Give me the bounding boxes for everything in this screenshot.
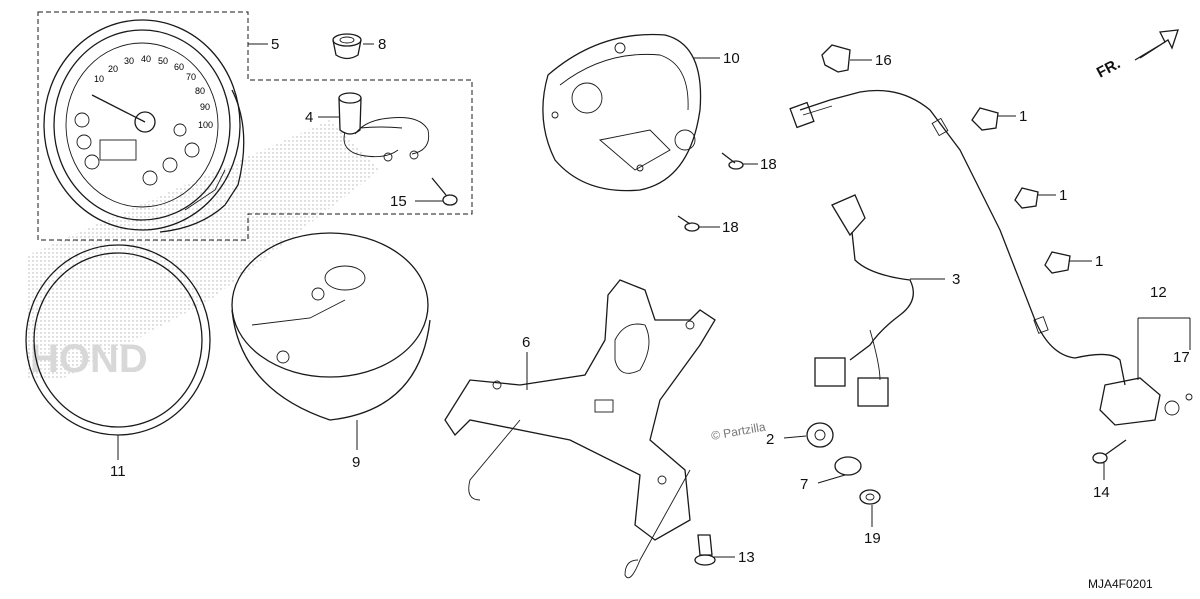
bolt-part-14[interactable] <box>1092 439 1127 464</box>
callout-18-upper: 18 <box>760 156 777 173</box>
callout-5: 5 <box>271 36 279 53</box>
callout-8: 8 <box>378 36 386 53</box>
screw-part-18-upper[interactable] <box>721 152 744 170</box>
callout-1-a: 1 <box>1019 108 1027 125</box>
speedo-tick-10: 10 <box>94 74 104 84</box>
callout-4: 4 <box>305 109 313 126</box>
callout-13: 13 <box>738 549 755 566</box>
speedo-tick-30: 30 <box>124 56 134 66</box>
callout-7: 7 <box>800 476 808 493</box>
leader-lines <box>117 43 1191 558</box>
callout-16: 16 <box>875 52 892 69</box>
callout-3: 3 <box>952 271 960 288</box>
callout-17: 17 <box>1173 349 1190 366</box>
assembly-box-5 <box>37 11 473 241</box>
speedo-tick-50: 50 <box>158 56 168 66</box>
speed-sensor-cable-part-12[interactable] <box>789 89 1193 426</box>
clip-part-1-c[interactable] <box>1044 251 1071 274</box>
speedometer-part[interactable]: 10 20 30 40 50 60 70 80 90 100 <box>43 19 245 233</box>
speedo-tick-70: 70 <box>186 72 196 82</box>
bracket-part-6[interactable] <box>444 279 716 579</box>
callout-18-lower: 18 <box>722 219 739 236</box>
clip-part-1-b[interactable] <box>1014 187 1039 209</box>
screw-part-15[interactable] <box>431 177 458 206</box>
callout-9: 9 <box>352 454 360 471</box>
watermark-text: © Partzilla <box>710 420 767 443</box>
grommet-part-8[interactable] <box>332 33 362 60</box>
screw-part-18-lower[interactable] <box>677 215 700 232</box>
speedo-tick-80: 80 <box>195 86 205 96</box>
clip-part-16[interactable] <box>821 44 851 73</box>
callout-10: 10 <box>723 50 740 67</box>
front-direction-label: FR. <box>1094 55 1123 81</box>
shading-band <box>28 120 380 380</box>
wire-harness-part-3[interactable] <box>814 194 914 407</box>
callout-1-c: 1 <box>1095 253 1103 270</box>
callout-19: 19 <box>864 530 881 547</box>
callout-12: 12 <box>1150 284 1167 301</box>
case-part-9[interactable] <box>231 232 431 421</box>
callout-11: 11 <box>110 463 126 480</box>
callout-1-b: 1 <box>1059 187 1067 204</box>
speedo-tick-60: 60 <box>174 62 184 72</box>
speedo-tick-100: 100 <box>198 120 213 130</box>
bolt-part-13[interactable] <box>694 534 716 566</box>
grommet-part-2[interactable] <box>806 422 834 448</box>
speedo-tick-20: 20 <box>108 64 118 74</box>
watermark-logo-text: HOND <box>30 337 148 381</box>
nut-part-19[interactable] <box>859 489 881 505</box>
collar-part-7[interactable] <box>834 456 862 476</box>
callout-14: 14 <box>1093 484 1110 501</box>
callout-2: 2 <box>766 431 774 448</box>
callout-6: 6 <box>522 334 530 351</box>
diagram-code: MJA4F0201 <box>1088 577 1153 591</box>
speedo-tick-90: 90 <box>200 102 210 112</box>
front-direction-indicator: FR. <box>1094 29 1179 82</box>
callout-15: 15 <box>390 193 407 210</box>
housing-cover-part-10[interactable] <box>542 33 702 192</box>
speedo-tick-40: 40 <box>141 54 151 64</box>
clip-part-1-a[interactable] <box>971 107 999 131</box>
socket-part-4[interactable] <box>338 92 430 162</box>
